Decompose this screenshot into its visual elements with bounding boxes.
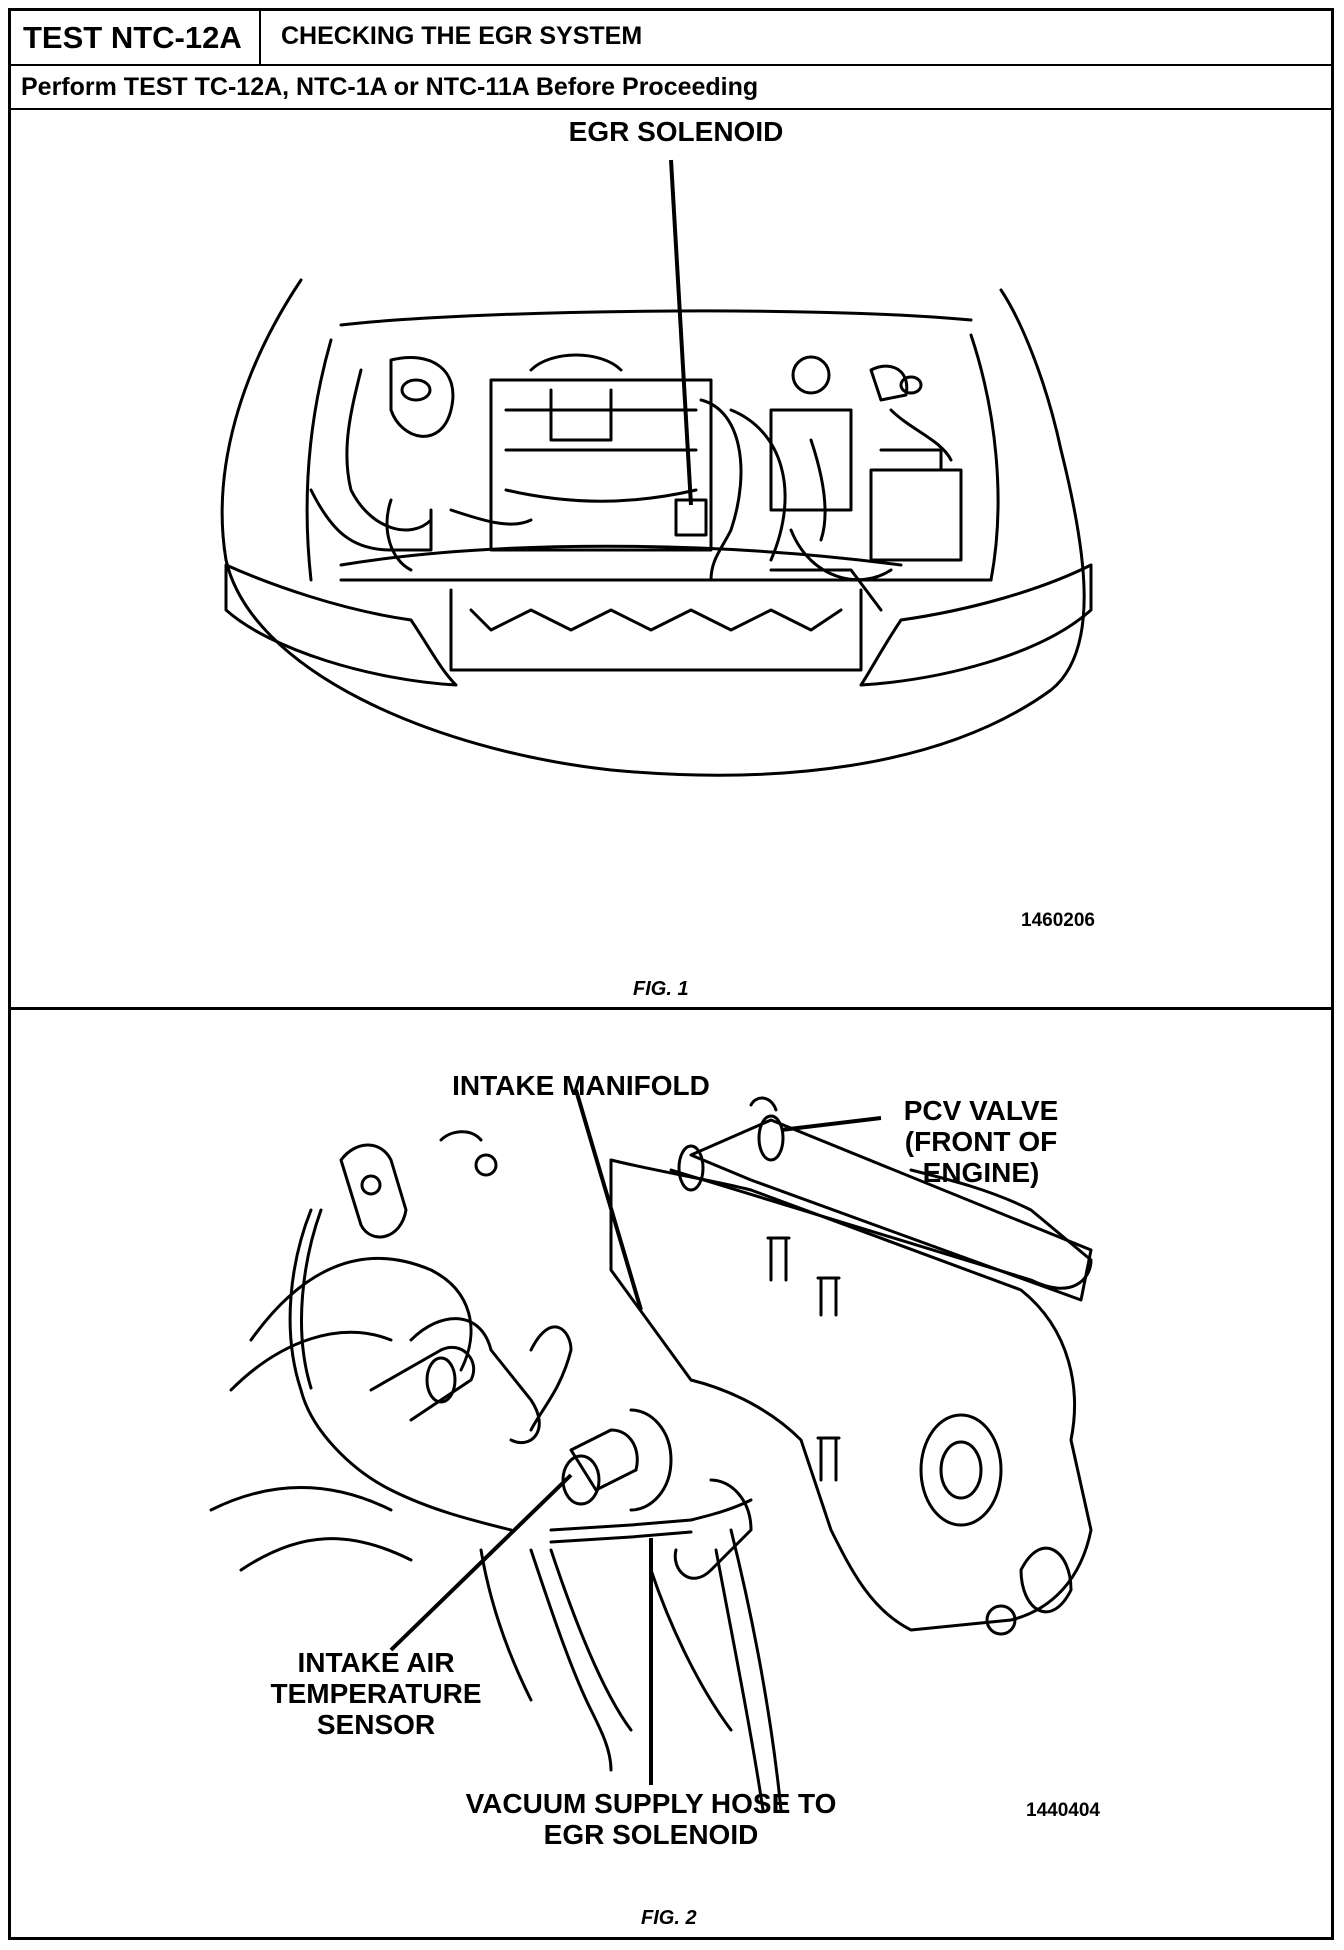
intake-manifold-leader-line xyxy=(574,1089,643,1311)
header-row: TEST NTC-12A CHECKING THE EGR SYSTEM xyxy=(11,11,1331,66)
test-id: TEST NTC-12A xyxy=(11,11,261,64)
test-title: CHECKING THE EGR SYSTEM xyxy=(281,22,643,50)
engine-bay-illustration xyxy=(220,278,1093,777)
intake-manifold-illustration xyxy=(209,1096,1093,1812)
iat-sensor-callout: INTAKE AIR TEMPERATURE SENSOR xyxy=(270,1647,482,1740)
figure-1-part-number: 1460206 xyxy=(1021,910,1095,931)
figure-2-caption: FIG. 2 xyxy=(641,1907,697,1929)
figure-2-leader-lines xyxy=(389,1089,882,1785)
intake-manifold-callout: INTAKE MANIFOLD xyxy=(452,1070,710,1101)
iat-sensor-leader-line xyxy=(389,1473,573,1652)
pcv-valve-callout: PCV VALVE (FRONT OF ENGINE) xyxy=(903,1095,1059,1188)
egr-solenoid-leader-line xyxy=(669,159,693,506)
test-procedure-sheet: TEST NTC-12A CHECKING THE EGR SYSTEM Per… xyxy=(8,8,1334,1940)
figure-1-caption: FIG. 1 xyxy=(633,978,689,1000)
prerequisite-note: Perform TEST TC-12A, NTC-1A or NTC-11A B… xyxy=(11,66,1331,110)
figure-2-panel: INTAKE MANIFOLD PCV VALVE (FRONT OF ENGI… xyxy=(11,1010,1331,1937)
vacuum-hose-callout: VACUUM SUPPLY HOSE TO EGR SOLENOID xyxy=(465,1788,837,1850)
pcv-valve-leader-line xyxy=(780,1116,882,1132)
figure-2-part-number: 1440404 xyxy=(1026,1800,1100,1821)
egr-solenoid-callout: EGR SOLENOID xyxy=(568,116,784,147)
figure-1-panel: EGR SOLENOID 1460206 FIG. 1 xyxy=(11,110,1331,1010)
